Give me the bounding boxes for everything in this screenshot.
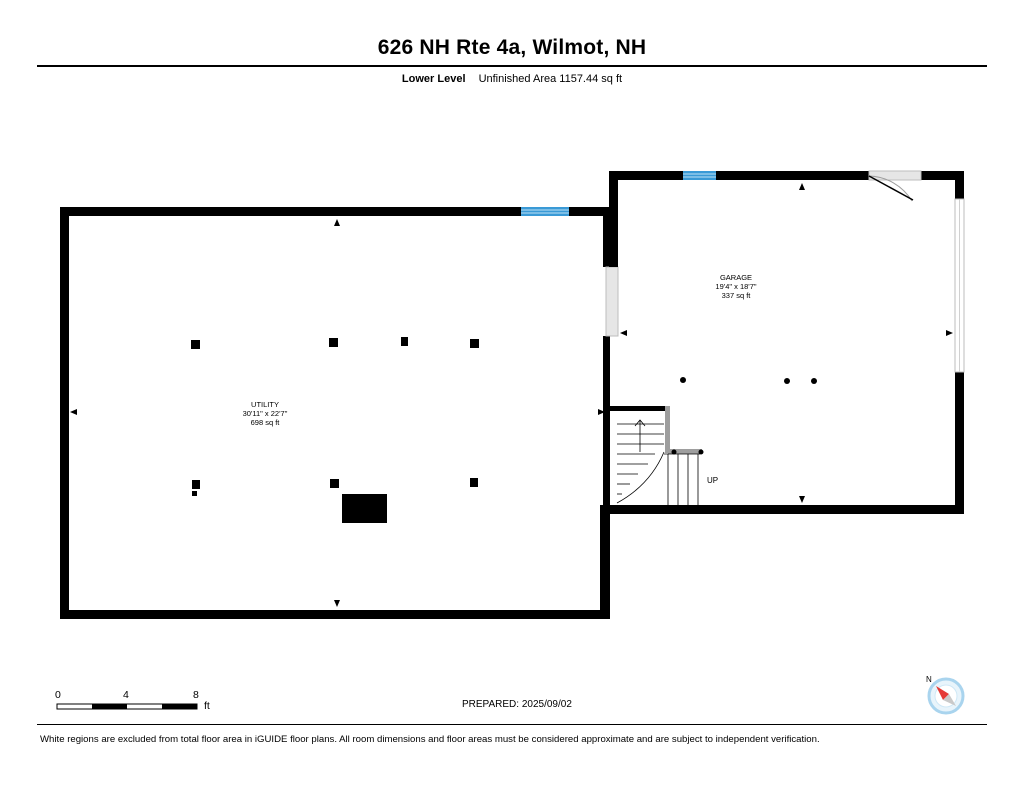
level-summary: Lower Level Unfinished Area 1157.44 sq f… (0, 73, 1024, 85)
support-columns (191, 337, 479, 523)
scale-tick-4: 4 (123, 689, 129, 701)
garage-room-area: 337 sq ft (722, 291, 752, 300)
utility-window (521, 207, 569, 216)
compass-icon: N (926, 675, 965, 715)
garage-room-dimensions: 19'4" x 18'7" (715, 282, 756, 291)
page-title: 626 NH Rte 4a, Wilmot, NH (377, 36, 647, 59)
stairs-up-label: UP (707, 476, 718, 485)
utility-room-name: UTILITY (251, 400, 279, 409)
utility-room-area: 698 sq ft (251, 418, 281, 427)
level-name: Lower Level (401, 73, 466, 85)
stair-enclosure (610, 406, 704, 505)
disclaimer-text: White regions are excluded from total fl… (40, 734, 820, 745)
garage-entry-door (868, 170, 922, 202)
title-divider (37, 65, 987, 67)
prepared-date: PREPARED: 2025/09/02 (462, 699, 572, 710)
utility-garage-opening (605, 266, 619, 337)
garage-posts (680, 377, 817, 384)
scale-unit: ft (204, 700, 210, 712)
dimension-arrows (70, 183, 953, 607)
utility-walls (60, 207, 610, 619)
scale-tick-8: 8 (193, 689, 199, 701)
scale-bar (56, 703, 198, 710)
area-summary: Unfinished Area 1157.44 sq ft (478, 73, 623, 85)
compass-north-label: N (926, 675, 932, 684)
garage-window (683, 171, 716, 180)
scale-tick-0: 0 (55, 689, 61, 701)
footer-divider (37, 724, 987, 725)
garage-walls (609, 171, 964, 514)
garage-room-name: GARAGE (720, 273, 752, 282)
utility-room-dimensions: 30'11" x 22'7" (243, 409, 288, 418)
